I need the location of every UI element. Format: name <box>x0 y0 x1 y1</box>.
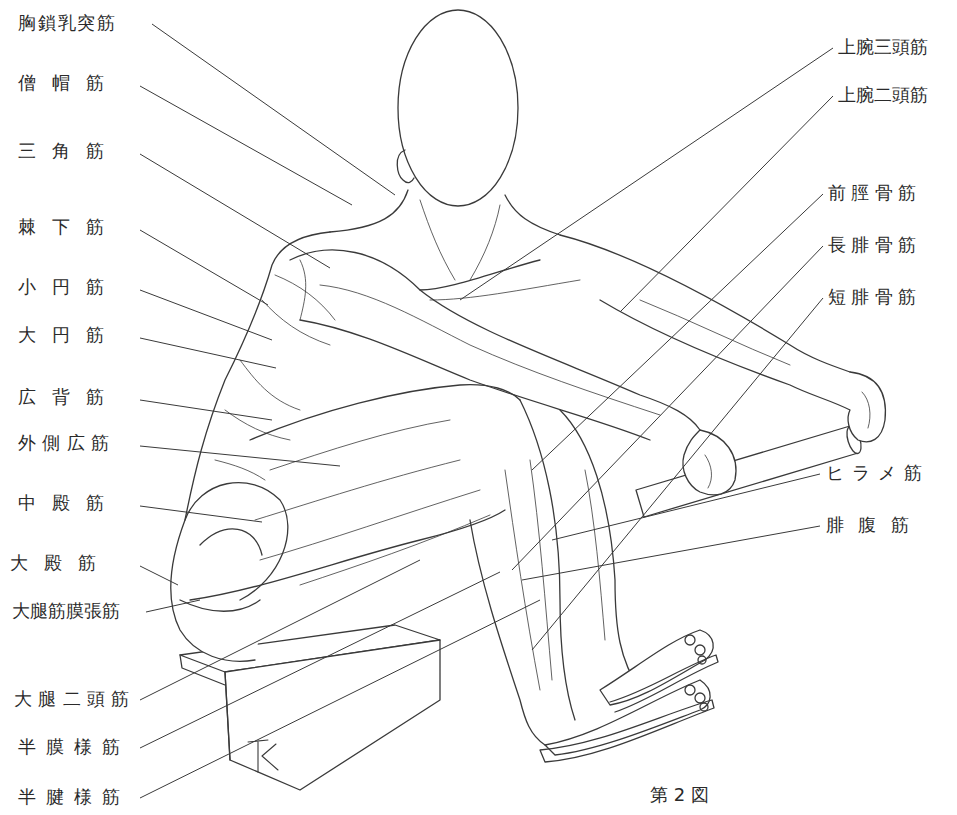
muscle-label: 短腓骨筋 <box>828 286 922 308</box>
muscle-label: 半膜様筋 <box>18 736 130 758</box>
muscle-label: 腓腹筋 <box>826 514 923 536</box>
muscle-label: 大腿筋膜張筋 <box>12 600 120 622</box>
muscle-label: 外側広筋 <box>18 432 115 454</box>
muscle-label: 前脛骨筋 <box>828 182 922 204</box>
muscle-label: 上腕二頭筋 <box>838 84 928 106</box>
muscle-label: 上腕三頭筋 <box>838 36 928 58</box>
muscle-label: 棘下筋 <box>18 216 121 238</box>
muscle-label: 僧帽筋 <box>18 72 121 94</box>
muscle-label: 小円筋 <box>18 276 121 298</box>
muscle-label: 胸鎖乳突筋 <box>18 12 117 34</box>
muscle-label: 大円筋 <box>18 324 121 346</box>
muscle-label: 大殿筋 <box>10 552 113 574</box>
figure-caption: 第 2 図 <box>650 784 709 806</box>
muscle-label: 長腓骨筋 <box>828 234 922 256</box>
muscle-label: ヒラメ筋 <box>826 462 930 484</box>
muscle-label: 中殿筋 <box>18 492 121 514</box>
muscle-label: 大腿二頭筋 <box>14 688 136 710</box>
muscle-label: 半腱様筋 <box>18 786 130 808</box>
muscle-label: 三角筋 <box>18 140 121 162</box>
muscle-label: 広背筋 <box>18 386 121 408</box>
